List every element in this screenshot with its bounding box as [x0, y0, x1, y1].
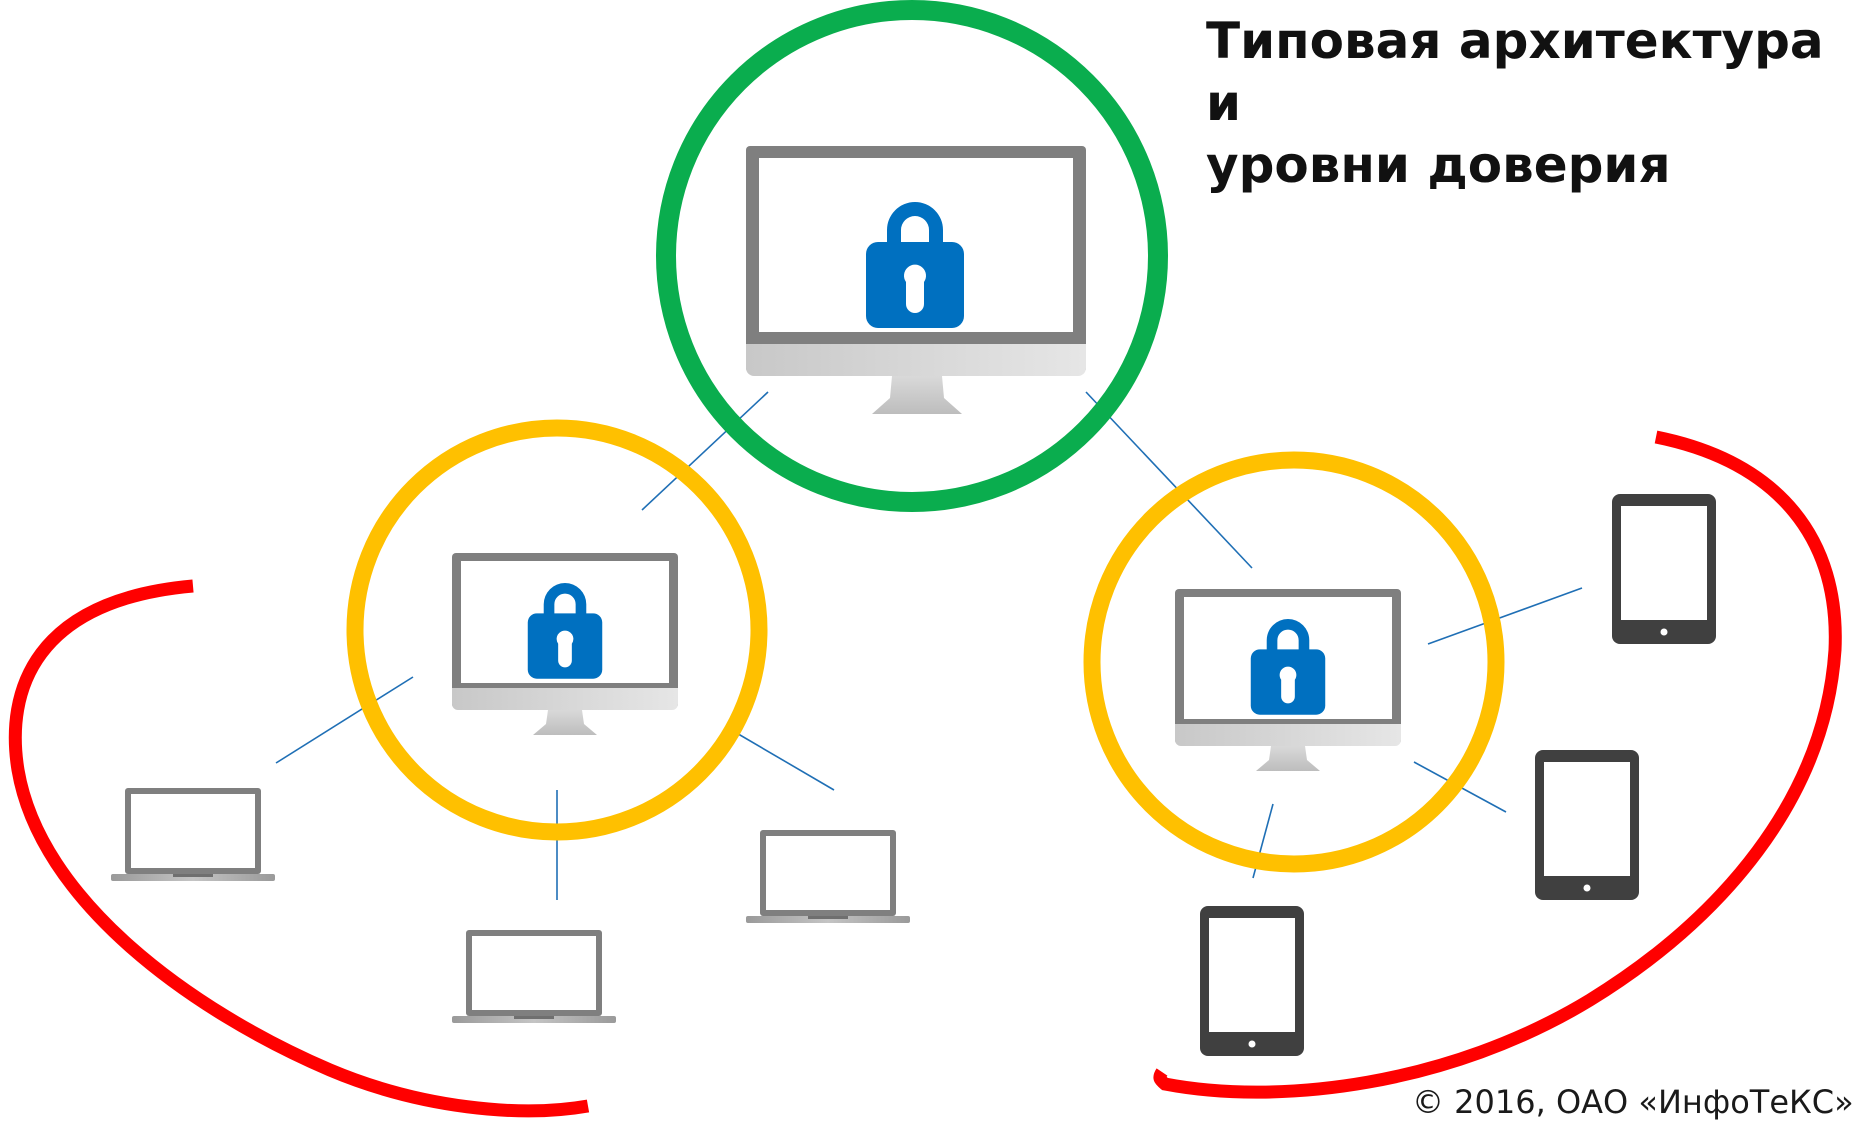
laptop-icon	[111, 788, 275, 881]
tablet-icon	[1535, 750, 1639, 900]
right-yellow-ring	[1083, 451, 1505, 873]
central-green-ring	[656, 0, 1168, 512]
laptop-icon	[746, 830, 910, 923]
title-line-1: Типовая архитектура и	[1206, 12, 1824, 132]
right-monitor	[1175, 589, 1401, 771]
copyright-notice: © 2016, ОАО «ИнфоТеКС»	[1412, 1083, 1854, 1121]
left-red-arc	[8, 579, 590, 1118]
left-yellow-ring	[346, 419, 768, 841]
tablet-icon	[1612, 494, 1716, 644]
connection-lines	[275, 391, 1583, 900]
diagram-title: Типовая архитектура и уровни доверия	[1206, 10, 1826, 196]
right-red-arc	[1153, 430, 1842, 1099]
laptop-icon	[452, 930, 616, 1023]
title-line-2: уровни доверия	[1206, 136, 1671, 194]
link-central-left	[641, 391, 769, 511]
link-right-tablet-1	[1427, 587, 1583, 645]
link-left-laptop-1	[275, 676, 414, 764]
link-central-right	[1085, 391, 1253, 569]
link-left-laptop-3	[727, 727, 835, 791]
left-monitor	[452, 553, 678, 735]
tablet-icon	[1200, 906, 1304, 1056]
central-monitor	[746, 146, 1086, 414]
